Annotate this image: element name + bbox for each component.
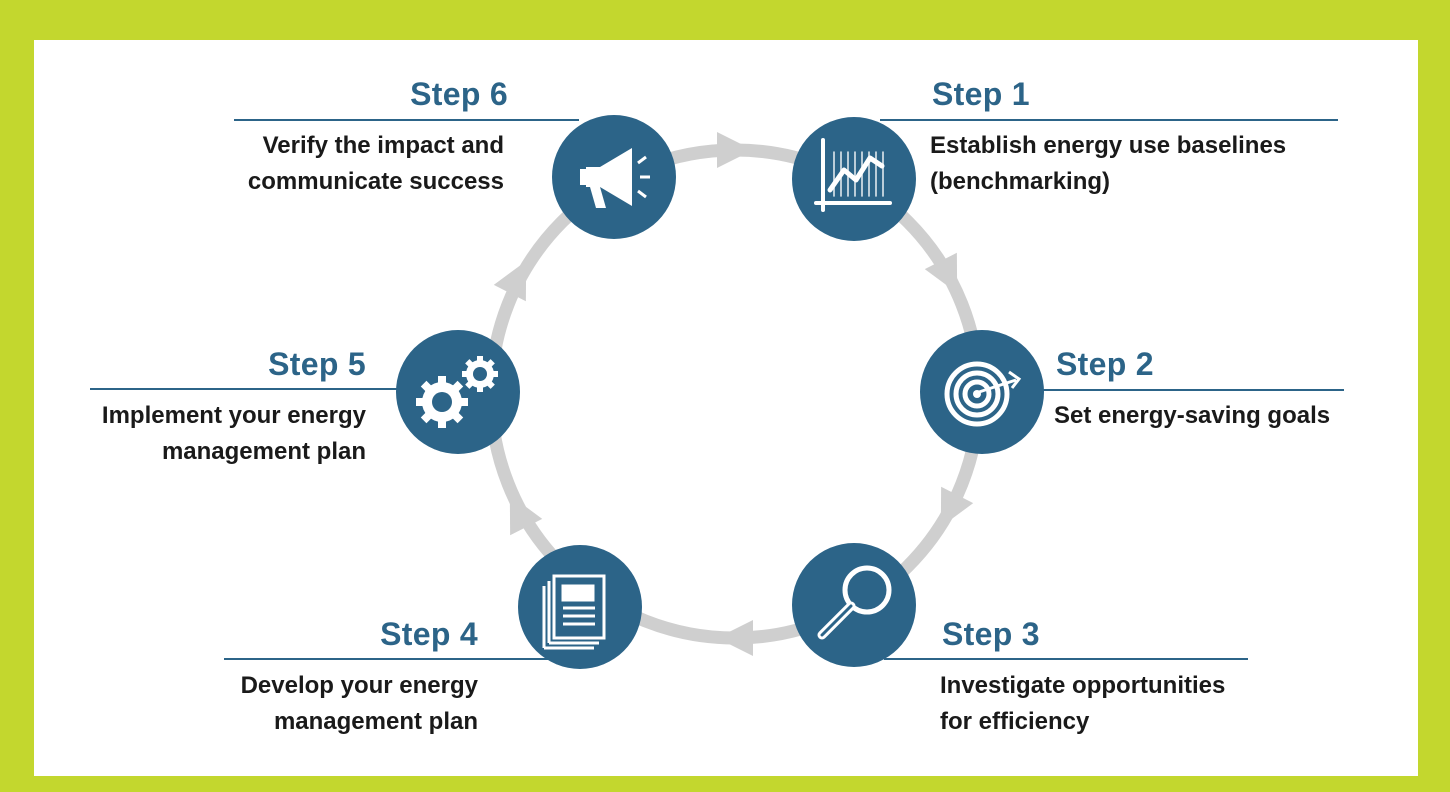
step-1-title: Step 1 [932,76,1030,112]
step-5-title: Step 5 [268,346,366,382]
gears-icon [416,356,498,428]
step-4-desc-line-2: management plan [273,708,478,735]
arrowhead-1-to-2 [924,252,958,294]
step-2-node [920,330,1044,454]
step-6-desc-line-1: Verify the impact and [262,132,504,159]
step-4-title: Step 4 [380,616,478,652]
step-6-title: Step 6 [410,76,508,112]
arrowhead-5-to-6 [493,260,527,302]
arrowhead-3-to-4 [717,620,753,656]
target-icon [944,361,1022,427]
step-5-rule [90,388,410,390]
step-2-desc-line-1: Set energy-saving goals [1054,402,1331,429]
step-5-desc-line-1: Implement your energy [101,402,366,429]
magnifier-icon [817,565,892,640]
step-2-rule [1034,389,1344,391]
step-1-desc-line-2: (benchmarking) [930,168,1111,195]
step-6-desc-line-2: communicate success [247,168,504,195]
arrowhead-4-to-5 [509,494,543,536]
step-1-rule [880,119,1338,121]
step-5-node [396,330,520,454]
chart-icon [814,138,892,212]
step-3-desc-line-1: Investigate opportunities [940,672,1226,699]
step-3-node [792,543,916,667]
cycle-diagram [396,115,1044,669]
step-1-node [792,117,916,241]
step-3-rule [884,658,1248,660]
step-6-rule [234,119,579,121]
diagram-panel: Step 6 Verify the impact and communicate… [34,40,1418,776]
step-1-desc-line-1: Establish energy use baselines [930,132,1287,159]
document-icon [542,574,606,650]
megaphone-icon [580,148,650,208]
step-6-node [552,115,676,239]
arrowhead-2-to-3 [940,486,974,528]
step-3-title: Step 3 [942,616,1040,652]
step-2-title: Step 2 [1056,346,1154,382]
step-4-rule [224,658,554,660]
arrowhead-6-to-1 [717,132,753,168]
step-5-desc-line-2: management plan [161,438,366,465]
step-4-node [518,545,642,669]
step-3-desc-line-2: for efficiency [940,708,1090,735]
step-4-desc-line-1: Develop your energy [240,672,478,699]
